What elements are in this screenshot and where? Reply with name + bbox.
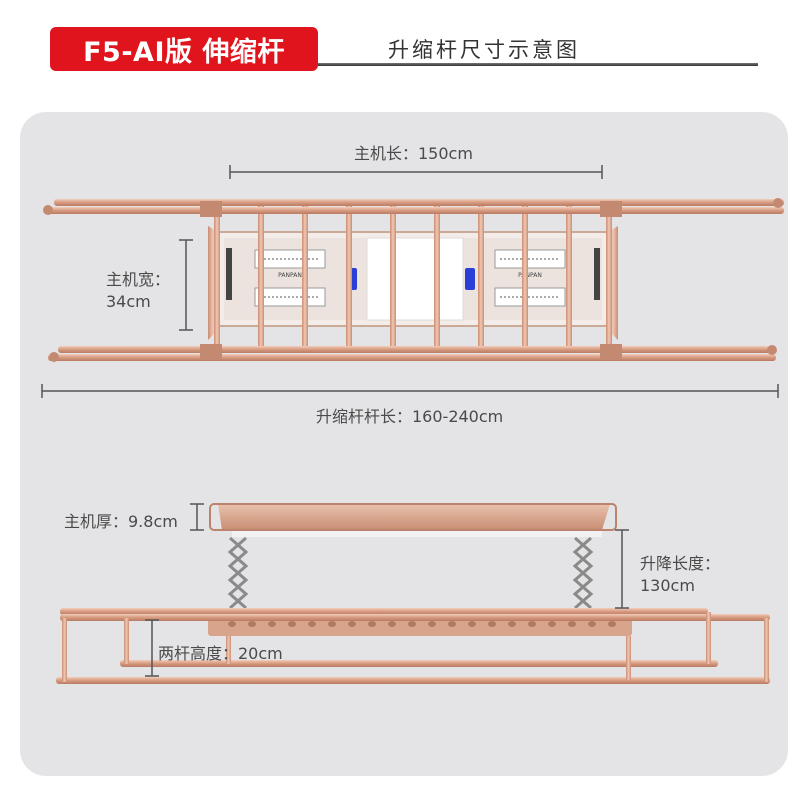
version-badge: F5-AI版 伸缩杆 — [50, 27, 318, 71]
page-title: 升缩杆尺寸示意图 — [388, 38, 580, 62]
blue-indicator-right — [465, 268, 475, 290]
dim-host-thickness — [190, 503, 204, 531]
center-light — [366, 237, 464, 321]
host-length-label: 主机长：150cm — [354, 144, 473, 163]
pole-connectors — [62, 612, 769, 682]
joint — [600, 201, 622, 217]
host-width-label: 主机宽： — [106, 270, 171, 289]
lower-pole-back — [120, 660, 718, 667]
upper-pole-back — [60, 608, 708, 615]
joint — [200, 344, 222, 360]
joint — [600, 344, 622, 360]
bottom-poles — [48, 344, 777, 362]
host-width-value: 34cm — [106, 292, 151, 311]
dim-host-length — [229, 165, 603, 179]
title-underline — [318, 63, 758, 66]
lift-length-label: 升降长度： — [640, 554, 721, 573]
dim-pole-length — [41, 384, 779, 398]
joint — [200, 201, 222, 217]
side-strip-left — [226, 248, 232, 300]
top-view: PANPAN PANPAN — [41, 165, 784, 398]
side-view — [56, 503, 770, 684]
host-top — [218, 504, 610, 530]
pole-gap-label: 两杆高度：20cm — [158, 644, 283, 663]
fan-grill-right — [494, 249, 566, 307]
dim-lift-length — [615, 529, 629, 609]
dim-host-width — [179, 239, 193, 331]
lower-pole-front — [56, 677, 770, 684]
dim-pole-gap — [145, 619, 159, 677]
lift-length-value: 130cm — [640, 576, 695, 595]
top-poles — [43, 198, 784, 217]
panel-brand-left: PANPAN — [278, 272, 302, 279]
panel-brand-right: PANPAN — [518, 272, 542, 279]
pole-length-label: 升缩杆杆长：160-240cm — [316, 407, 504, 426]
hanger-bars — [214, 205, 612, 353]
scissor-arm-right — [572, 536, 594, 610]
upper-pole-front — [60, 614, 770, 621]
scissor-arm-left — [227, 536, 249, 610]
hanger-holes — [228, 621, 616, 627]
side-strip-right — [594, 248, 600, 300]
host-light-strip — [232, 531, 602, 537]
host-thickness-label: 主机厚：9.8cm — [64, 512, 178, 531]
